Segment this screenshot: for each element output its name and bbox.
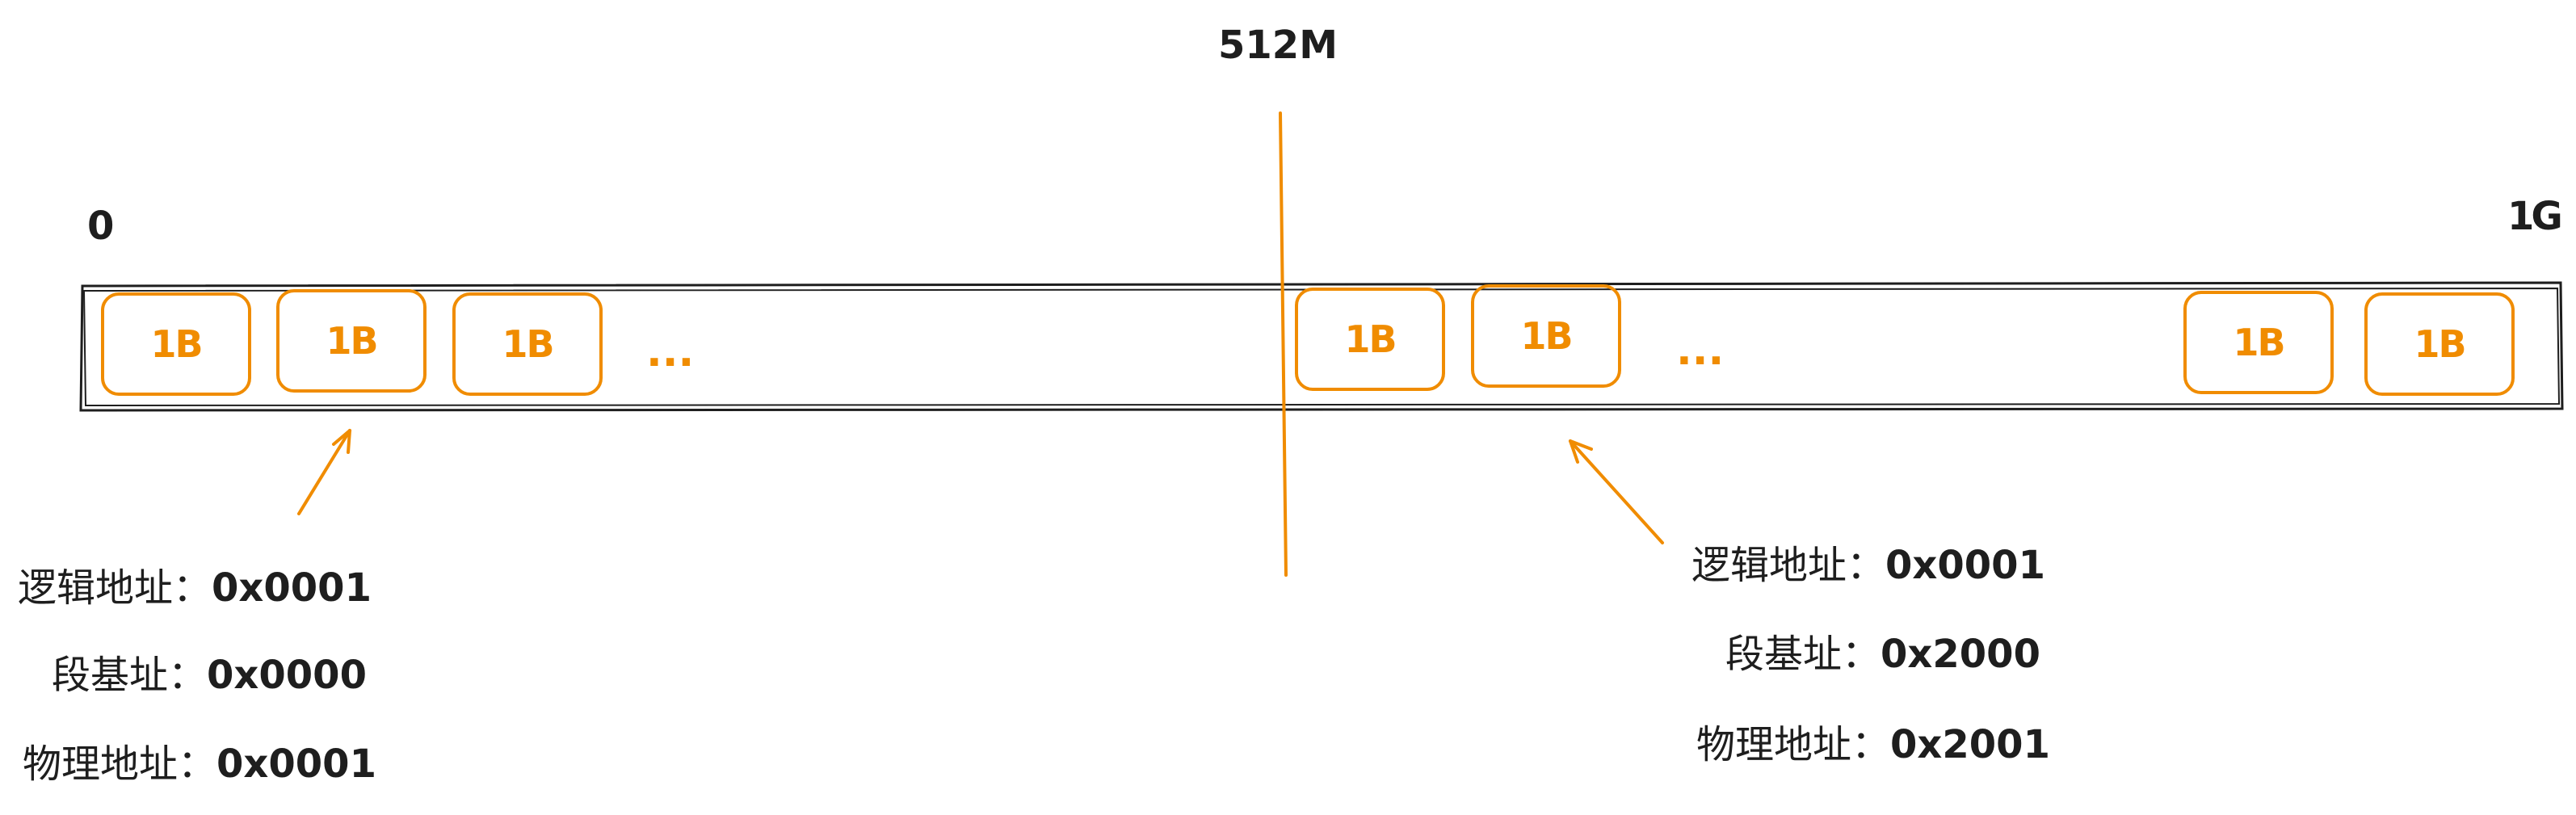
right-segment-base-label: 段基址： bbox=[1725, 632, 1881, 677]
left-segment-base-label: 段基址： bbox=[52, 653, 208, 698]
right-logical-address-value: 0x0001 bbox=[1885, 543, 2045, 588]
left-segment-base-value: 0x0000 bbox=[207, 653, 367, 698]
memory-block: 1B bbox=[2364, 292, 2515, 396]
right-physical-address: 物理地址：0x2001 bbox=[1696, 725, 2050, 764]
left-logical-address: 逻辑地址：0x0001 bbox=[18, 569, 372, 607]
right-physical-address-label: 物理地址： bbox=[1696, 722, 1891, 767]
ellipsis-right: ... bbox=[1676, 326, 1725, 375]
right-pointer-arrow bbox=[1569, 439, 1664, 544]
midpoint-divider-line bbox=[1279, 111, 1288, 577]
left-logical-address-label: 逻辑地址： bbox=[18, 565, 212, 611]
ellipsis-left: ... bbox=[646, 328, 695, 376]
left-segment-base: 段基址：0x0000 bbox=[52, 656, 367, 695]
memory-block: 1B bbox=[101, 292, 251, 396]
right-physical-address-value: 0x2001 bbox=[1890, 722, 2050, 767]
right-logical-address: 逻辑地址：0x0001 bbox=[1691, 546, 2045, 585]
left-pointer-arrow bbox=[297, 429, 351, 515]
memory-block: 1B bbox=[276, 289, 427, 393]
memory-block: 1B bbox=[2183, 291, 2334, 394]
right-segment-base-value: 0x2000 bbox=[1881, 632, 2040, 677]
memory-bar bbox=[79, 281, 2564, 412]
axis-midpoint-label: 512M bbox=[1218, 23, 1338, 68]
left-physical-address: 物理地址：0x0001 bbox=[23, 745, 376, 783]
memory-block: 1B bbox=[1471, 284, 1621, 388]
memory-block: 1B bbox=[452, 292, 603, 396]
axis-start-label: 0 bbox=[87, 204, 115, 249]
right-logical-address-label: 逻辑地址： bbox=[1691, 543, 1886, 588]
axis-end-label: 1G bbox=[2507, 194, 2563, 239]
left-physical-address-value: 0x0001 bbox=[216, 741, 376, 787]
memory-block: 1B bbox=[1295, 288, 1445, 391]
left-physical-address-label: 物理地址： bbox=[23, 741, 217, 787]
right-segment-base: 段基址：0x2000 bbox=[1725, 635, 2040, 674]
left-logical-address-value: 0x0001 bbox=[212, 565, 372, 611]
